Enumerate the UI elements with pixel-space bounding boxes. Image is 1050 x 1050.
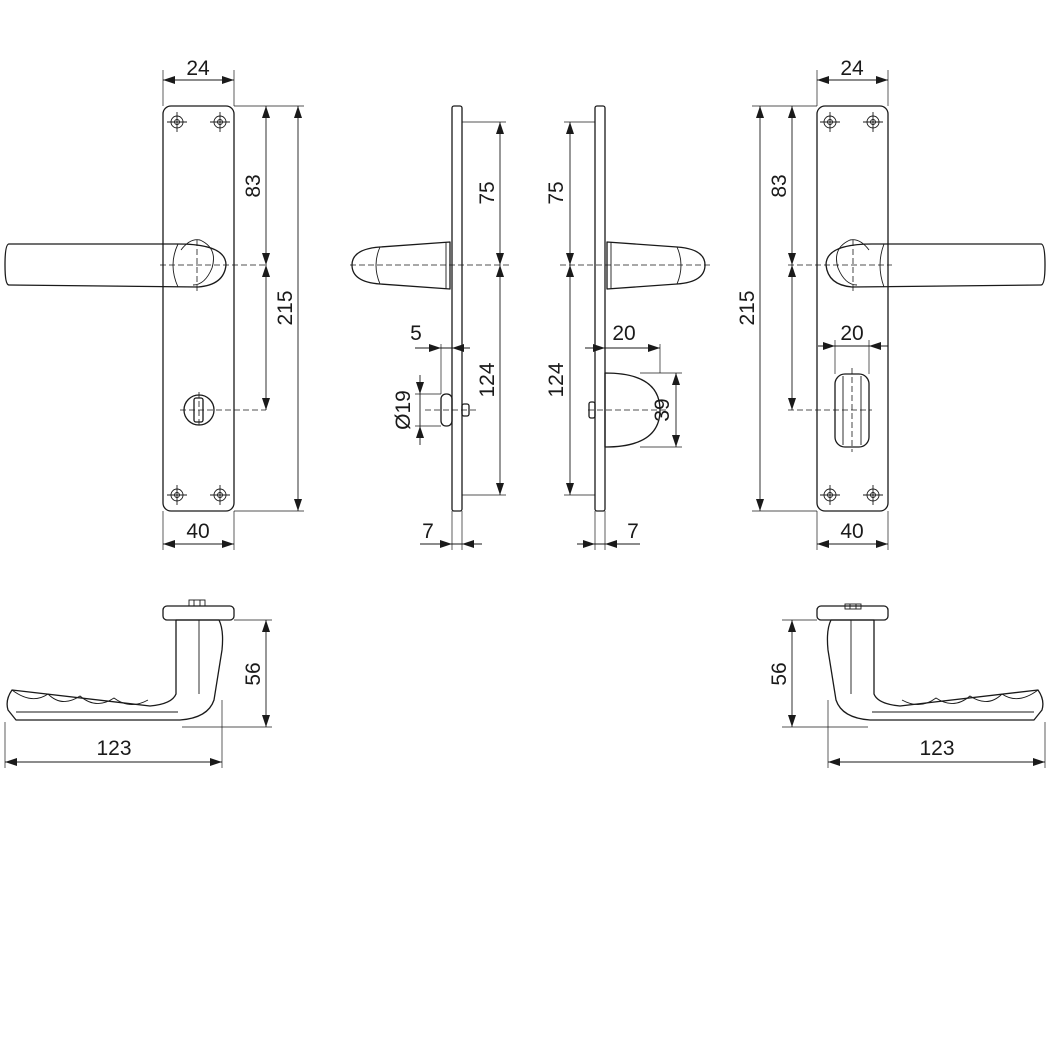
lever-top-profile <box>6 619 224 721</box>
screw-icon <box>820 485 840 505</box>
lever-side-profile <box>351 241 451 290</box>
thumb-turn-icon <box>788 368 872 452</box>
plate-side <box>594 105 606 512</box>
screw-icon <box>863 485 883 505</box>
lever-handle <box>825 243 1046 288</box>
dim-label: 75 <box>476 181 499 204</box>
dim-label: 83 <box>242 174 265 197</box>
dim-label: 215 <box>274 290 297 325</box>
rose-top <box>816 605 889 621</box>
screw-icon <box>820 112 840 132</box>
dim-label: 7 <box>627 520 639 543</box>
front-view-left: 24 40 83 215 <box>4 57 304 550</box>
escutcheon-plate <box>816 105 889 512</box>
turn-rose-icon <box>180 392 266 428</box>
screw-icon <box>863 112 883 132</box>
dim-label: 123 <box>919 737 954 760</box>
dim-label: 215 <box>736 290 759 325</box>
side-view-right: 20 39 75 124 7 <box>545 105 710 550</box>
front-view-right: 20 24 40 83 215 <box>736 57 1046 550</box>
dim-label: Ø19 <box>392 390 415 430</box>
dim-label: 5 <box>410 322 422 345</box>
plate-side <box>451 105 463 512</box>
dim-label: 75 <box>545 181 568 204</box>
screw-icon <box>210 112 230 132</box>
screw-icon <box>167 112 187 132</box>
dim-label: 40 <box>840 520 863 543</box>
dim-label: 24 <box>186 57 210 80</box>
lever-handle <box>4 243 227 288</box>
dim-label: 24 <box>840 57 864 80</box>
dim-label: 20 <box>612 322 635 345</box>
lever-top-profile <box>826 619 1044 721</box>
rose-top <box>162 605 235 621</box>
lever-side-profile <box>606 241 706 290</box>
dim-label: 20 <box>840 322 863 345</box>
dim-label: 124 <box>476 362 499 397</box>
top-view-right: 56 123 <box>768 603 1046 768</box>
dim-label: 39 <box>651 398 674 421</box>
side-view-left: 5 Ø19 75 124 7 <box>350 105 510 550</box>
top-view-left: 56 123 <box>4 599 272 768</box>
dim-label: 83 <box>768 174 791 197</box>
screw-icon <box>210 485 230 505</box>
escutcheon-plate <box>162 105 235 512</box>
dim-label: 123 <box>96 737 131 760</box>
screw-icon <box>167 485 187 505</box>
dim-label: 7 <box>422 520 434 543</box>
dim-label: 124 <box>545 362 568 397</box>
dim-label: 56 <box>768 662 791 685</box>
dim-label: 56 <box>242 662 265 685</box>
dim-label: 40 <box>186 520 209 543</box>
